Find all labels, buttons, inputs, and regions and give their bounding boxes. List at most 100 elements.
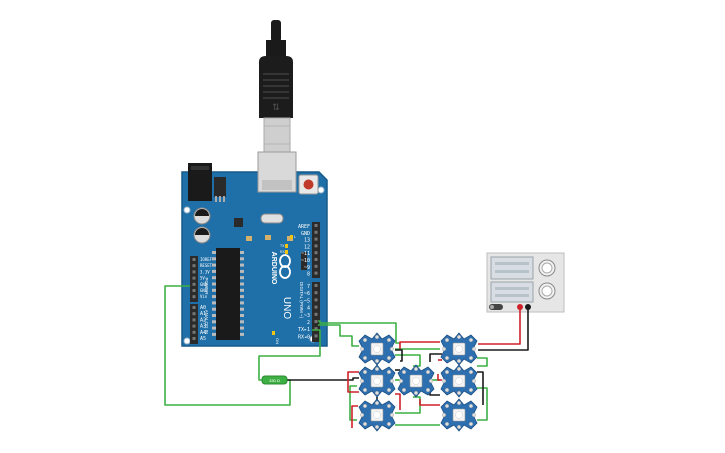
- neopixel-pad[interactable]: [387, 356, 392, 361]
- neopixel-pad[interactable]: [472, 413, 477, 418]
- neopixel-pad[interactable]: [442, 379, 447, 384]
- neopixel-pad[interactable]: [469, 422, 474, 427]
- green-wire: [318, 320, 400, 344]
- power-pin-label: RESET: [200, 263, 213, 268]
- neopixel-pad[interactable]: [469, 370, 474, 375]
- neopixel-pad[interactable]: [387, 370, 392, 375]
- green-wire: [395, 396, 421, 414]
- neopixel-pad[interactable]: [390, 347, 395, 352]
- digital-pin-label: RX◂0: [298, 334, 310, 340]
- green-wire: [312, 329, 321, 338]
- neopixel-pad[interactable]: [387, 422, 392, 427]
- neopixel-pad[interactable]: [469, 338, 474, 343]
- neopixel-pad[interactable]: [360, 413, 365, 418]
- neopixel-board[interactable]: [358, 332, 396, 366]
- neopixel-pad[interactable]: [426, 388, 431, 393]
- neopixel-board[interactable]: [358, 398, 396, 432]
- resistor[interactable]: 330 Ω: [261, 375, 288, 385]
- neopixel-pad[interactable]: [363, 404, 368, 409]
- mounting-hole: [183, 337, 191, 345]
- neopixel-pad[interactable]: [442, 347, 447, 352]
- neopixel-pad[interactable]: [469, 404, 474, 409]
- red-wire: [478, 307, 521, 345]
- digital-pin-label: ~6: [304, 291, 310, 297]
- digital-pin-label: 8: [307, 272, 310, 278]
- wires: [164, 285, 529, 428]
- neopixel-pad[interactable]: [469, 356, 474, 361]
- uno-model-label: UNO: [281, 297, 292, 319]
- neopixel-pad[interactable]: [472, 379, 477, 384]
- neopixel-pad[interactable]: [360, 379, 365, 384]
- neopixel-pad[interactable]: [363, 422, 368, 427]
- neopixel-pad[interactable]: [375, 367, 380, 372]
- analog-pin-label: A5: [200, 336, 206, 342]
- neopixel-pad[interactable]: [375, 391, 380, 396]
- neopixel-pad[interactable]: [457, 335, 462, 340]
- neopixel-pad[interactable]: [363, 338, 368, 343]
- digital-pin-label: GND: [301, 231, 310, 237]
- neopixel-pad[interactable]: [390, 413, 395, 418]
- neopixel-pad[interactable]: [472, 347, 477, 352]
- neopixel-pad[interactable]: [414, 391, 419, 396]
- neopixel-pad[interactable]: [363, 356, 368, 361]
- neopixel-board[interactable]: [358, 364, 396, 398]
- neopixel-pad[interactable]: [445, 338, 450, 343]
- red-wire: [419, 399, 440, 406]
- neopixel-pad[interactable]: [469, 388, 474, 393]
- neopixel-pad[interactable]: [387, 404, 392, 409]
- neopixel-pad[interactable]: [414, 367, 419, 372]
- neopixel-pad[interactable]: [445, 422, 450, 427]
- digital-pin-label: ~5: [304, 298, 310, 304]
- neopixel-pad[interactable]: [457, 401, 462, 406]
- analog-header[interactable]: [190, 304, 198, 344]
- neopixel-pad[interactable]: [445, 356, 450, 361]
- atmega-chip: [212, 248, 244, 340]
- digital-header-upper[interactable]: [312, 222, 320, 278]
- neopixel-pad[interactable]: [445, 404, 450, 409]
- neopixel-pad[interactable]: [402, 370, 407, 375]
- neopixel-board[interactable]: [440, 398, 478, 432]
- analog-in-label: ANALOG IN: [204, 310, 209, 335]
- neopixel-pad[interactable]: [360, 347, 365, 352]
- crystal: [260, 213, 284, 224]
- neopixel-pad[interactable]: [375, 401, 380, 406]
- rx-led: [285, 250, 288, 254]
- neopixel-pad[interactable]: [429, 379, 434, 384]
- neopixel-pad[interactable]: [426, 370, 431, 375]
- neopixel-pad[interactable]: [402, 388, 407, 393]
- neopixel-pad[interactable]: [390, 379, 395, 384]
- neopixel-pad[interactable]: [445, 370, 450, 375]
- neopixel-pad[interactable]: [363, 370, 368, 375]
- digital-pwm-label: DIGITAL (PWM ~): [299, 282, 304, 319]
- tx-led-label: TX: [280, 244, 285, 248]
- neopixel-pad[interactable]: [375, 425, 380, 430]
- power-pin-label: Vin: [200, 294, 208, 299]
- neopixel-pad[interactable]: [457, 425, 462, 430]
- usb-cable[interactable]: ⇅: [259, 20, 293, 153]
- power-supply[interactable]: [486, 252, 565, 313]
- neopixel-board[interactable]: [440, 332, 478, 366]
- neopixel-pad[interactable]: [445, 388, 450, 393]
- neopixel-board[interactable]: [397, 364, 435, 398]
- neopixel-pad[interactable]: [442, 413, 447, 418]
- neopixel-pad[interactable]: [375, 359, 380, 364]
- neopixel-pad[interactable]: [363, 388, 368, 393]
- neopixel-pad[interactable]: [387, 338, 392, 343]
- analog-pin-label: A2: [200, 317, 206, 323]
- black-wire: [477, 371, 484, 405]
- neopixel-pad[interactable]: [399, 379, 404, 384]
- neopixel-pad[interactable]: [457, 359, 462, 364]
- neopixel-board[interactable]: [440, 364, 478, 398]
- neopixel-pad[interactable]: [457, 367, 462, 372]
- digital-pin-label: ~11: [301, 251, 310, 257]
- neopixel-pad[interactable]: [387, 388, 392, 393]
- neopixel-pad[interactable]: [457, 391, 462, 396]
- l-led: [290, 235, 293, 239]
- neopixel-pad[interactable]: [375, 335, 380, 340]
- reset-button-cap[interactable]: [303, 179, 314, 190]
- digital-header-lower[interactable]: [312, 282, 320, 342]
- analog-pin-label: A4: [200, 330, 206, 336]
- power-pin-label: GND: [200, 282, 208, 287]
